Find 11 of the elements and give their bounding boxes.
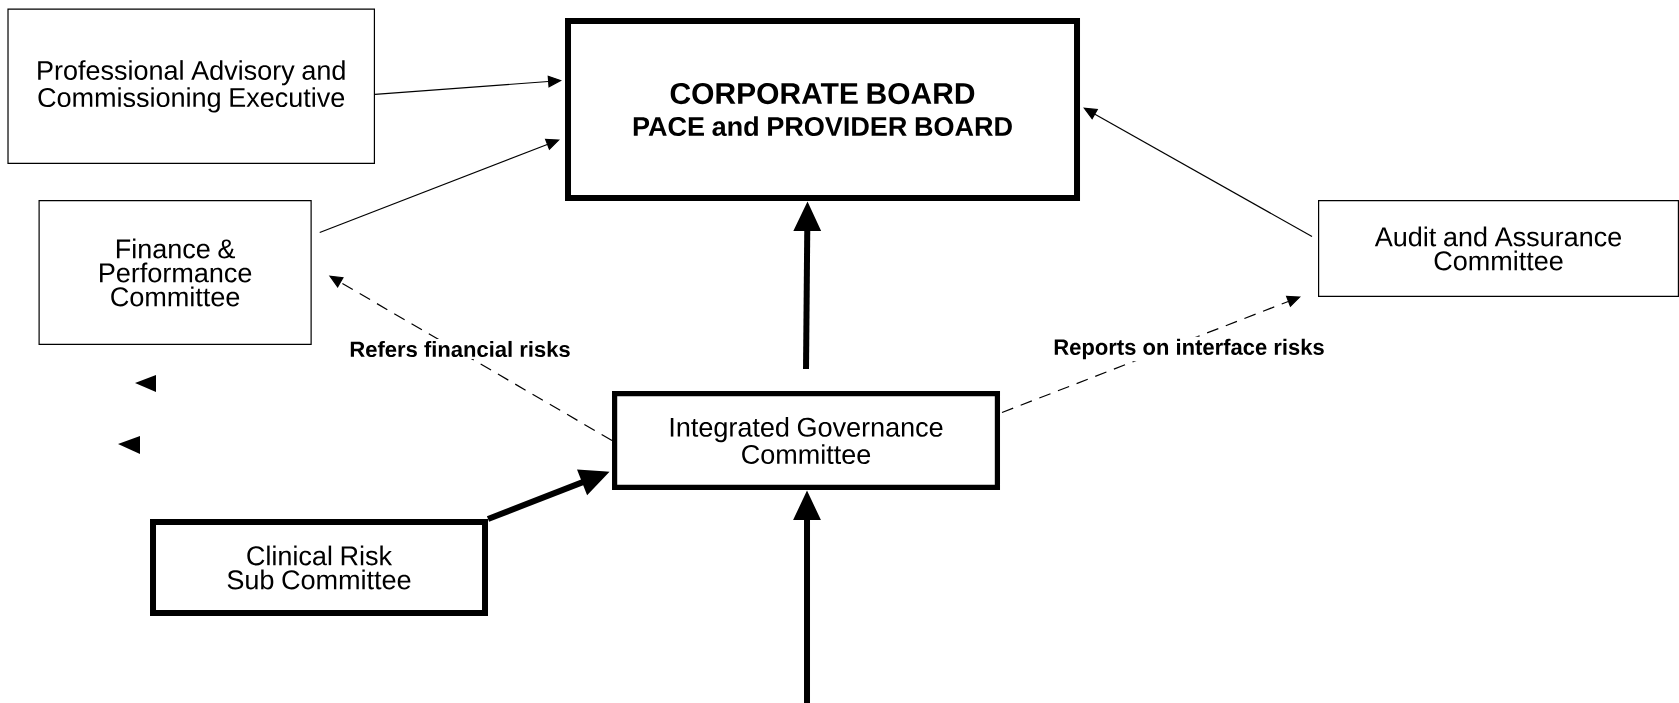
arrow	[374, 75, 562, 95]
arrow	[1083, 107, 1313, 238]
arrow	[319, 138, 560, 234]
committee-box: Audit and Assurance Committee	[1318, 200, 1679, 297]
edge-label: Refers financial risks	[347, 338, 573, 360]
committee-box: Finance & Performance Committee	[38, 200, 312, 345]
committee-box: Clinical Risk Sub Committee	[150, 519, 488, 616]
committee-box: Professional Advisory and Commissioning Executive	[7, 8, 375, 164]
edge-label: Reports on interface risks	[1051, 336, 1327, 362]
committee-box: Integrated Governance Committee	[612, 391, 1000, 490]
committee-box: CORPORATE BOARD PACE and PROVIDER BOARD	[565, 18, 1080, 201]
